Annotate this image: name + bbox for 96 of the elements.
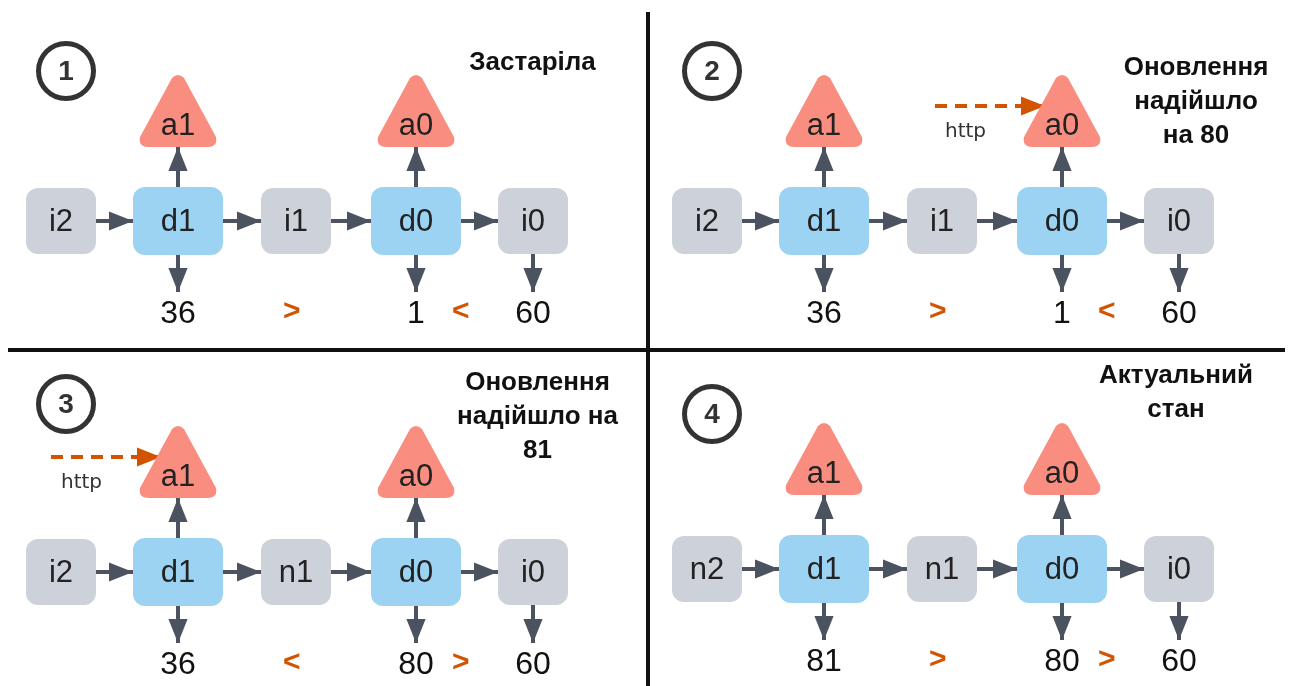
- process-box: d1: [779, 187, 869, 255]
- triangle-node: a0: [1022, 75, 1102, 147]
- arrow: [96, 562, 133, 582]
- panel-title: Оновлення надійшло на 80: [1122, 50, 1270, 151]
- process-box: d1: [133, 538, 223, 606]
- process-box: d0: [1017, 187, 1107, 255]
- arrow: [814, 255, 834, 292]
- comparison-sign: <: [283, 644, 301, 678]
- arrow: [331, 211, 371, 231]
- arrow: [935, 96, 1045, 116]
- step-number-circle: 4: [682, 384, 742, 444]
- value-text: 81: [799, 640, 849, 680]
- arrow: [869, 211, 907, 231]
- process-box: i0: [498, 188, 568, 254]
- arrow: [406, 606, 426, 643]
- value-text: 60: [508, 292, 558, 332]
- comparison-sign: <: [452, 293, 470, 327]
- arrow: [168, 606, 188, 643]
- arrow: [168, 498, 188, 538]
- arrow: [1107, 211, 1144, 231]
- process-box: i0: [1144, 188, 1214, 254]
- triangle-node: a1: [138, 426, 218, 498]
- step-number-circle: 2: [682, 41, 742, 101]
- arrow: [168, 255, 188, 292]
- arrow: [96, 211, 133, 231]
- triangle-node: a1: [784, 423, 864, 495]
- triangle-node: a0: [376, 426, 456, 498]
- process-box: n2: [672, 536, 742, 602]
- value-text: 60: [508, 643, 558, 683]
- process-box: d0: [371, 538, 461, 606]
- process-box: i1: [907, 188, 977, 254]
- value-text: 60: [1154, 640, 1204, 680]
- arrow: [814, 495, 834, 535]
- arrow: [331, 562, 371, 582]
- process-box: i0: [498, 539, 568, 605]
- arrow: [461, 211, 498, 231]
- arrow: [814, 603, 834, 640]
- arrow: [742, 559, 779, 579]
- value-text: 80: [1042, 640, 1082, 680]
- arrow: [406, 147, 426, 187]
- process-box: d1: [779, 535, 869, 603]
- arrow: [51, 447, 161, 467]
- value-text: 36: [153, 292, 203, 332]
- process-box: i1: [261, 188, 331, 254]
- arrow: [523, 605, 543, 643]
- comparison-sign: >: [1098, 641, 1116, 675]
- arrow: [461, 562, 498, 582]
- edge-label: http: [61, 469, 103, 493]
- process-box: n1: [261, 539, 331, 605]
- arrow: [1052, 603, 1072, 640]
- process-box: d1: [133, 187, 223, 255]
- comparison-sign: >: [283, 293, 301, 327]
- arrow: [814, 147, 834, 187]
- comparison-sign: >: [929, 641, 947, 675]
- arrow: [977, 559, 1017, 579]
- value-text: 80: [396, 643, 436, 683]
- arrow: [406, 498, 426, 538]
- arrow: [1052, 495, 1072, 535]
- arrow: [1052, 255, 1072, 292]
- triangle-node: a1: [138, 75, 218, 147]
- panel-title: Оновлення надійшло на 81: [456, 365, 619, 466]
- comparison-sign: <: [1098, 293, 1116, 327]
- arrow: [977, 211, 1017, 231]
- arrow: [1169, 254, 1189, 292]
- triangle-node: a0: [1022, 423, 1102, 495]
- comparison-sign: >: [929, 293, 947, 327]
- arrow: [523, 254, 543, 292]
- process-box: i2: [672, 188, 742, 254]
- arrow: [223, 562, 261, 582]
- process-box: i2: [26, 188, 96, 254]
- process-box: i0: [1144, 536, 1214, 602]
- step-number-circle: 1: [36, 41, 96, 101]
- process-box: d0: [371, 187, 461, 255]
- arrow: [406, 255, 426, 292]
- comparison-sign: >: [452, 644, 470, 678]
- arrow: [742, 211, 779, 231]
- process-box: n1: [907, 536, 977, 602]
- arrow: [223, 211, 261, 231]
- panel-title: Застаріла: [468, 45, 597, 78]
- value-text: 60: [1154, 292, 1204, 332]
- arrow: [869, 559, 907, 579]
- value-text: 1: [396, 292, 436, 332]
- value-text: 36: [799, 292, 849, 332]
- value-text: 36: [153, 643, 203, 683]
- process-box: d0: [1017, 535, 1107, 603]
- value-text: 1: [1042, 292, 1082, 332]
- arrow: [168, 147, 188, 187]
- edge-label: http: [945, 118, 987, 142]
- panel-title: Актуальний стан: [1098, 358, 1254, 425]
- arrow: [1107, 559, 1144, 579]
- process-box: i2: [26, 539, 96, 605]
- arrow: [1052, 147, 1072, 187]
- triangle-node: a1: [784, 75, 864, 147]
- step-number-circle: 3: [36, 374, 96, 434]
- arrow: [1169, 602, 1189, 640]
- triangle-node: a0: [376, 75, 456, 147]
